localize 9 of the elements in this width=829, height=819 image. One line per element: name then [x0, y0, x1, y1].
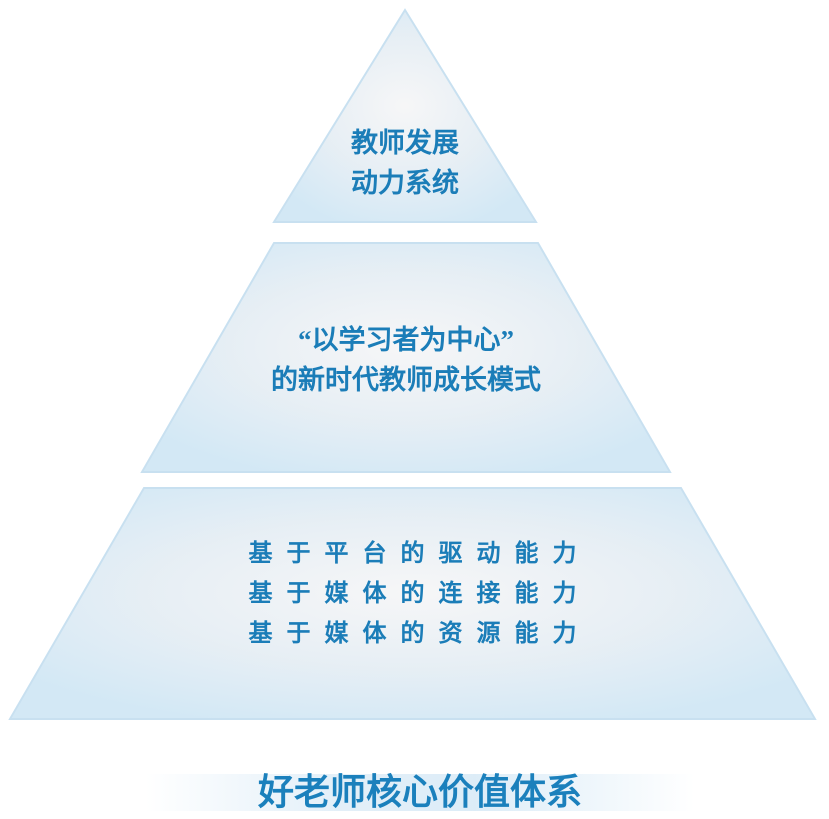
pyramid-middle-tier — [142, 243, 670, 472]
pyramid-base-tier — [10, 488, 815, 719]
tier-text: 教师发展动力系统 — [350, 127, 460, 200]
capability-line: 基于平台的驱动能力 — [248, 539, 590, 569]
capability-line: 基于媒体的资源能力 — [248, 619, 590, 649]
capability-line: 基于媒体的连接能力 — [248, 579, 590, 609]
diagram-title: 好老师核心价值体系 — [257, 771, 583, 813]
pyramid-apex-triangle — [274, 10, 536, 222]
tier-text: “以学习者为中心”的新时代教师成长模式 — [270, 324, 542, 397]
